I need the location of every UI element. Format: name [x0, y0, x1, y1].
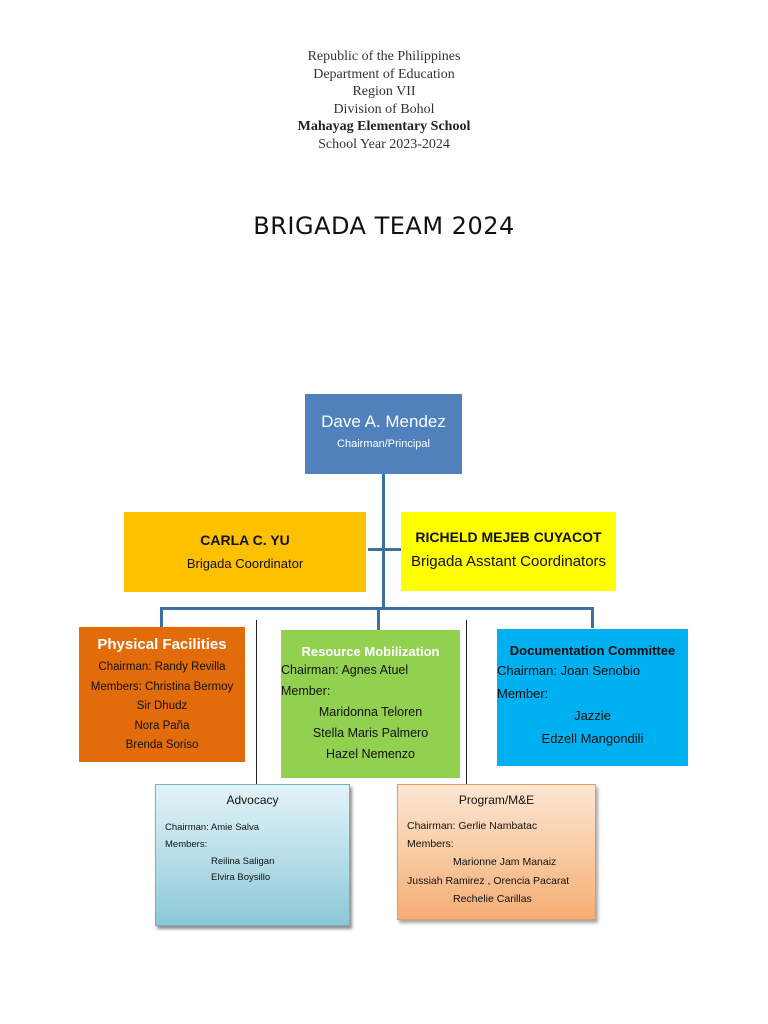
- assistant-coordinator-name: RICHELD MEJEB CUYACOT: [415, 529, 602, 545]
- resource-mobilization-title: Resource Mobilization: [301, 644, 440, 659]
- resource-mobilization-member: Hazel Nemenzo: [326, 747, 415, 761]
- principal-role: Chairman/Principal: [337, 438, 430, 450]
- program-me-member-label: Members:: [407, 838, 454, 851]
- documentation-committee-title: Documentation Committee: [509, 643, 676, 658]
- physical-facilities-member: Members: Christina Bermoy: [90, 680, 234, 693]
- program-me-member: Marionne Jam Manaiz: [453, 856, 557, 869]
- program-me-chairman: Chairman: Gerlie Nambatac: [407, 820, 538, 832]
- header-school-year: School Year 2023-2024: [318, 136, 450, 152]
- documentation-committee-member-label: Member:: [497, 685, 549, 701]
- physical-facilities-chairman: Chairman: Randy Revilla: [98, 661, 226, 673]
- assistant-coordinator-role: Brigada Asstant Coordinators: [410, 553, 607, 570]
- document-header: Republic of the Philippines Department o…: [0, 48, 768, 154]
- principal-name: Dave A. Mendez: [321, 412, 446, 431]
- physical-facilities-box: Physical Facilities Chairman: Randy Revi…: [79, 627, 245, 762]
- physical-facilities-member: Brenda Soriso: [125, 739, 199, 752]
- documentation-committee-chairman: Chairman: Joan Senobio: [497, 663, 641, 678]
- coordinator-name: CARLA C. YU: [200, 532, 290, 548]
- advocacy-box: Advocacy Chairman: Amie Salva Members: R…: [155, 784, 350, 926]
- physical-facilities-member: Sir Dhudz: [136, 700, 188, 713]
- advocacy-member: Elvira Boysillo: [211, 872, 271, 884]
- resource-mobilization-chairman: Chairman: Agnes Atuel: [281, 663, 409, 677]
- page-title: BRIGADA TEAM 2024: [253, 212, 515, 240]
- program-me-member: Jussiah Ramirez , Orencia Pacarat: [407, 874, 570, 887]
- connector-coordinators: [368, 548, 401, 551]
- header-division: Division of Bohol: [333, 101, 435, 117]
- documentation-committee-member: Jazzie: [574, 708, 611, 723]
- principal-box: Dave A. Mendez Chairman/Principal: [305, 394, 462, 474]
- header-republic: Republic of the Philippines: [307, 49, 461, 64]
- program-me-box: Program/M&E Chairman: Gerlie Nambatac Me…: [397, 784, 596, 920]
- program-me-member: Rechelie Carillas: [453, 892, 532, 905]
- connector-advocacy: [256, 620, 257, 784]
- documentation-committee-member: Edzell Mangondili: [541, 730, 644, 746]
- resource-mobilization-member: Maridonna Teloren: [318, 705, 423, 719]
- connector-top-vertical: [382, 474, 385, 610]
- resource-mobilization-box: Resource Mobilization Chairman: Agnes At…: [281, 630, 460, 778]
- connector-documentation: [591, 607, 594, 628]
- header-department: Department of Education: [313, 66, 455, 82]
- resource-mobilization-member: Stella Maris Palmero: [312, 726, 429, 740]
- header-school: Mahayag Elementary School: [297, 119, 471, 135]
- header-region: Region VII: [352, 84, 416, 100]
- coordinator-role: Brigada Coordinator: [186, 556, 304, 571]
- connector-resource: [377, 607, 380, 630]
- assistant-coordinator-box: RICHELD MEJEB CUYACOT Brigada Asstant Co…: [401, 512, 616, 591]
- resource-mobilization-member-label: Member:: [281, 684, 331, 698]
- physical-facilities-title: Physical Facilities: [97, 636, 227, 653]
- connector-physical: [160, 607, 163, 627]
- documentation-committee-box: Documentation Committee Chairman: Joan S…: [497, 629, 688, 766]
- advocacy-member: Reilina Saligan: [211, 855, 275, 867]
- connector-program: [466, 620, 467, 784]
- physical-facilities-member: Nora Paña: [134, 719, 190, 732]
- advocacy-member-label: Members:: [165, 838, 208, 850]
- coordinator-box: CARLA C. YU Brigada Coordinator: [124, 512, 366, 592]
- program-me-title: Program/M&E: [458, 793, 535, 807]
- advocacy-chairman: Chairman: Amie Salva: [165, 822, 259, 833]
- advocacy-title: Advocacy: [226, 793, 279, 807]
